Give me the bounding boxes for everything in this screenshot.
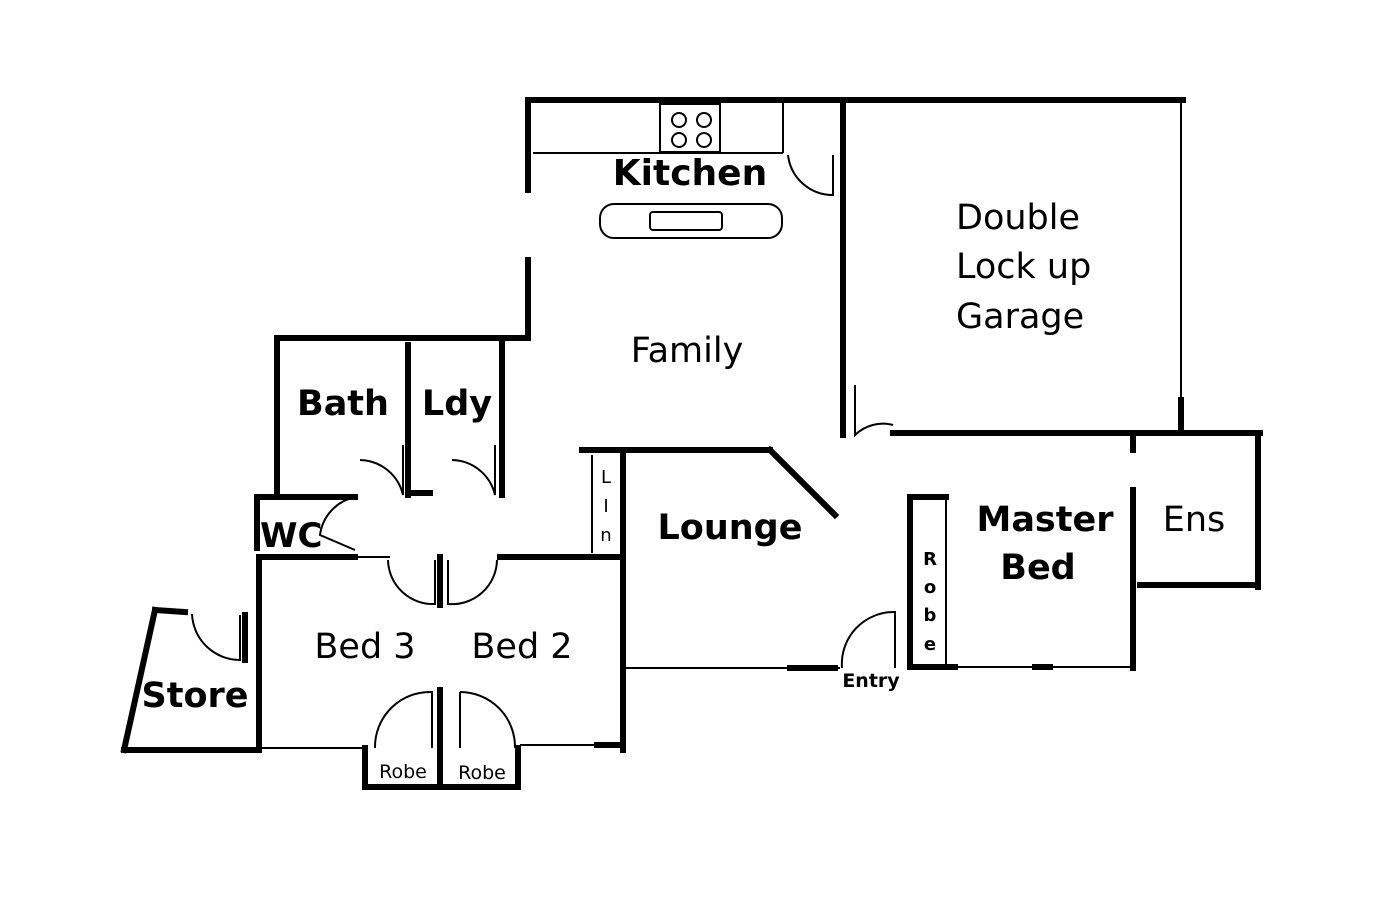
room-label-master-1: Master xyxy=(976,500,1114,540)
room-label-wc: WC xyxy=(260,516,322,556)
room-label-kitchen: Kitchen xyxy=(613,153,767,194)
room-label-bath: Bath xyxy=(297,384,389,424)
room-label-laundry: Ldy xyxy=(422,384,492,424)
room-label-store: Store xyxy=(142,676,249,716)
room-label-bed2: Bed 2 xyxy=(471,627,572,667)
room-label-lounge: Lounge xyxy=(658,508,803,548)
kitchen-bench xyxy=(533,103,784,154)
room-labels: Kitchen Double Lock up Garage Family Bat… xyxy=(142,153,1226,784)
room-label-garage-2: Lock up xyxy=(956,247,1091,287)
room-label-linen-1: L xyxy=(601,467,611,488)
room-label-robe-master-3: b xyxy=(924,605,937,626)
island-bench-icon xyxy=(599,203,783,239)
room-label-family: Family xyxy=(631,331,744,371)
walls xyxy=(120,97,1263,790)
door-swings xyxy=(191,154,896,749)
room-label-robe-bed3: Robe xyxy=(379,761,427,783)
room-label-robe-master-4: e xyxy=(924,634,936,655)
room-label-entry: Entry xyxy=(842,670,900,692)
room-label-linen-2: I xyxy=(603,496,608,517)
room-label-robe-bed2: Robe xyxy=(458,762,506,784)
room-label-robe-master-2: o xyxy=(924,577,936,598)
room-label-bed3: Bed 3 xyxy=(314,627,415,667)
room-label-linen-3: n xyxy=(600,525,611,546)
room-label-garage-3: Garage xyxy=(956,297,1084,337)
room-label-robe-master-1: R xyxy=(923,549,937,570)
cooktop-icon xyxy=(659,103,721,153)
room-label-garage-1: Double xyxy=(956,198,1080,238)
room-label-master-2: Bed xyxy=(1000,548,1075,588)
room-label-ensuite: Ens xyxy=(1163,500,1226,540)
